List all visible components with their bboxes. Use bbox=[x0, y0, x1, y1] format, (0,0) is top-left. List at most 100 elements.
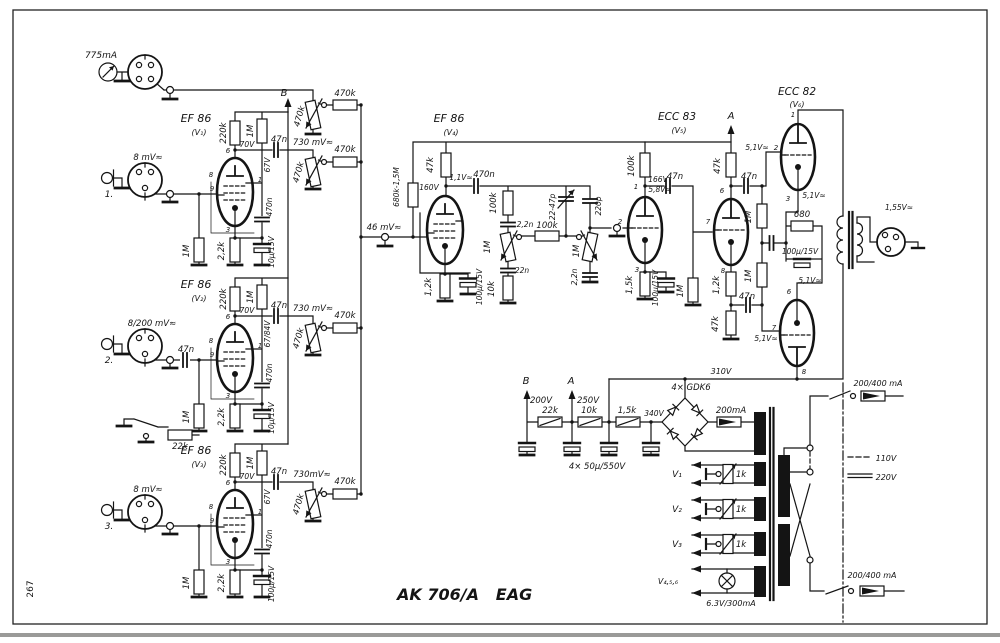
schematic-label: 10µ/15V bbox=[267, 401, 276, 433]
schematic-label: 680 bbox=[794, 210, 810, 220]
schematic-label: 8 bbox=[802, 368, 807, 376]
fuse-bottom-label: 200/400 mA bbox=[847, 571, 896, 580]
tube-v6-id: (V₆) bbox=[790, 100, 805, 109]
pot-monitor-label: 470k bbox=[293, 104, 308, 128]
schematic-label: 8 bbox=[721, 267, 726, 275]
rail-a-psu-label: A bbox=[567, 376, 575, 387]
mains-bottom-lead bbox=[809, 562, 905, 595]
schematic-label: 220k bbox=[219, 287, 229, 309]
schematic-label: 1 bbox=[258, 342, 262, 350]
schematic-label: 8 bbox=[209, 171, 214, 179]
schematic-label: 166V bbox=[648, 175, 668, 184]
channel-1 bbox=[102, 112, 363, 265]
schematic-title-brand: EAG bbox=[496, 585, 532, 604]
schematic-label: 67V bbox=[263, 489, 272, 505]
schematic-label: 1M bbox=[744, 269, 754, 282]
schematic-label: 1,2k bbox=[712, 275, 722, 295]
schematic-label: 3 bbox=[226, 392, 230, 400]
channel-2 bbox=[102, 278, 363, 431]
schematic-label: 1 bbox=[258, 508, 262, 516]
tube-v4-type: EF 86 bbox=[434, 112, 465, 125]
rail-a-label: A bbox=[727, 111, 735, 122]
schematic-label: 220k bbox=[219, 453, 229, 475]
schematic-label: 100µ/15V bbox=[267, 565, 276, 602]
schematic-label: 3 bbox=[635, 266, 639, 274]
schematic-label: 10k bbox=[487, 280, 497, 297]
schematic-label: 470n bbox=[265, 529, 274, 548]
schematic-label: 9 bbox=[210, 517, 215, 525]
schematic-label: 1,2k bbox=[424, 277, 434, 297]
schematic-label: 5,8V≈ bbox=[648, 185, 671, 194]
schematic-label: 10k bbox=[581, 406, 598, 416]
schematic-label: 470k bbox=[292, 492, 307, 516]
schematic-label: 22k bbox=[172, 442, 189, 452]
schematic-label: 5,1V≈ bbox=[745, 143, 768, 152]
filter-caps-label: 4× 50µ/550V bbox=[569, 462, 627, 472]
schematic-label: 470k bbox=[292, 326, 307, 350]
tube-v4-id: (V₄) bbox=[444, 128, 459, 137]
mains-top-lead bbox=[809, 390, 904, 446]
output-socket bbox=[876, 227, 906, 257]
schematic-label: 470k bbox=[334, 477, 356, 487]
schematic-label: 6 bbox=[226, 479, 231, 487]
schematic-label: 310V bbox=[711, 367, 732, 376]
schematic-label: 2,2k bbox=[217, 573, 227, 593]
schematic-title-model: AK 706/A bbox=[395, 585, 479, 604]
schematic-label: 1,5k bbox=[618, 406, 638, 416]
fuse-top-label: 200/400 mA bbox=[853, 379, 902, 388]
channel-2-attenuator bbox=[115, 352, 200, 444]
tube-v3-id: (V₃) bbox=[192, 460, 207, 469]
schematic-label: 100µ/15V bbox=[782, 247, 819, 256]
schematic-label: 1 bbox=[258, 176, 262, 184]
schematic-label: 6 bbox=[226, 147, 231, 155]
schematic-label: 1M bbox=[572, 244, 582, 257]
monitor-input bbox=[98, 54, 364, 136]
schematic-label: 100k bbox=[489, 191, 499, 213]
res-monitor-label: 470k bbox=[334, 89, 356, 99]
schematic-label: 1k bbox=[736, 540, 747, 550]
transformer-core bbox=[768, 406, 775, 602]
schematic-label: 22-47p bbox=[548, 193, 557, 220]
schematic-label: 67V bbox=[263, 157, 272, 173]
schematic-label: 220k bbox=[219, 121, 229, 143]
heater-v3-label: V₃ bbox=[672, 540, 682, 550]
input-3-number: 3. bbox=[105, 522, 114, 532]
schematic-label: 3 bbox=[226, 558, 230, 566]
tube-v2-id: (V₂) bbox=[192, 294, 207, 303]
schematic-label: 47n bbox=[271, 467, 287, 477]
schematic-label: 100µ/15V bbox=[651, 269, 660, 306]
rail-b-psu-label: B bbox=[523, 376, 530, 387]
legend-110v: 110V bbox=[876, 454, 897, 463]
output-transformer-secondary bbox=[856, 222, 864, 257]
schematic-label: 1M bbox=[246, 456, 256, 469]
schematic-label: 70V bbox=[240, 140, 256, 149]
schematic-label: 2 bbox=[774, 144, 779, 152]
schematic-label: 730mV≈ bbox=[293, 470, 330, 480]
schematic-label: 100k bbox=[627, 154, 637, 176]
tube-v3-type: EF 86 bbox=[181, 444, 212, 457]
schematic-label: 2,2k bbox=[217, 407, 227, 427]
schematic-label: 340V bbox=[644, 409, 664, 418]
schematic-label: 47n bbox=[741, 172, 757, 182]
schematic-label: 6 bbox=[226, 313, 231, 321]
schematic-label: 200V bbox=[530, 396, 553, 406]
schematic-label: 5,1V≈ bbox=[798, 276, 821, 285]
page-number: 267 bbox=[26, 580, 36, 597]
bridge-rectifier bbox=[661, 397, 709, 447]
v6-output-stage bbox=[608, 109, 926, 382]
schematic-label: 680k-1,5M bbox=[392, 167, 401, 207]
v5-stage bbox=[626, 124, 782, 341]
schematic-label: 5,1V≈ bbox=[754, 334, 777, 343]
schematic-label: 6 bbox=[787, 288, 792, 296]
schematic-label: 7 bbox=[772, 324, 777, 332]
schematic-label: 470n bbox=[265, 197, 274, 216]
schematic-label: 3 bbox=[786, 195, 790, 203]
schematic-label: 47k bbox=[711, 315, 721, 332]
input-3-level: 8 mV≈ bbox=[133, 485, 162, 495]
schematic-label: 1k bbox=[736, 505, 747, 515]
input-2-number: 2. bbox=[105, 356, 114, 366]
schematic-label: 8 bbox=[209, 337, 214, 345]
schematic-label: 730 mV≈ bbox=[293, 138, 333, 148]
heater-v2-label: V₂ bbox=[672, 505, 682, 515]
